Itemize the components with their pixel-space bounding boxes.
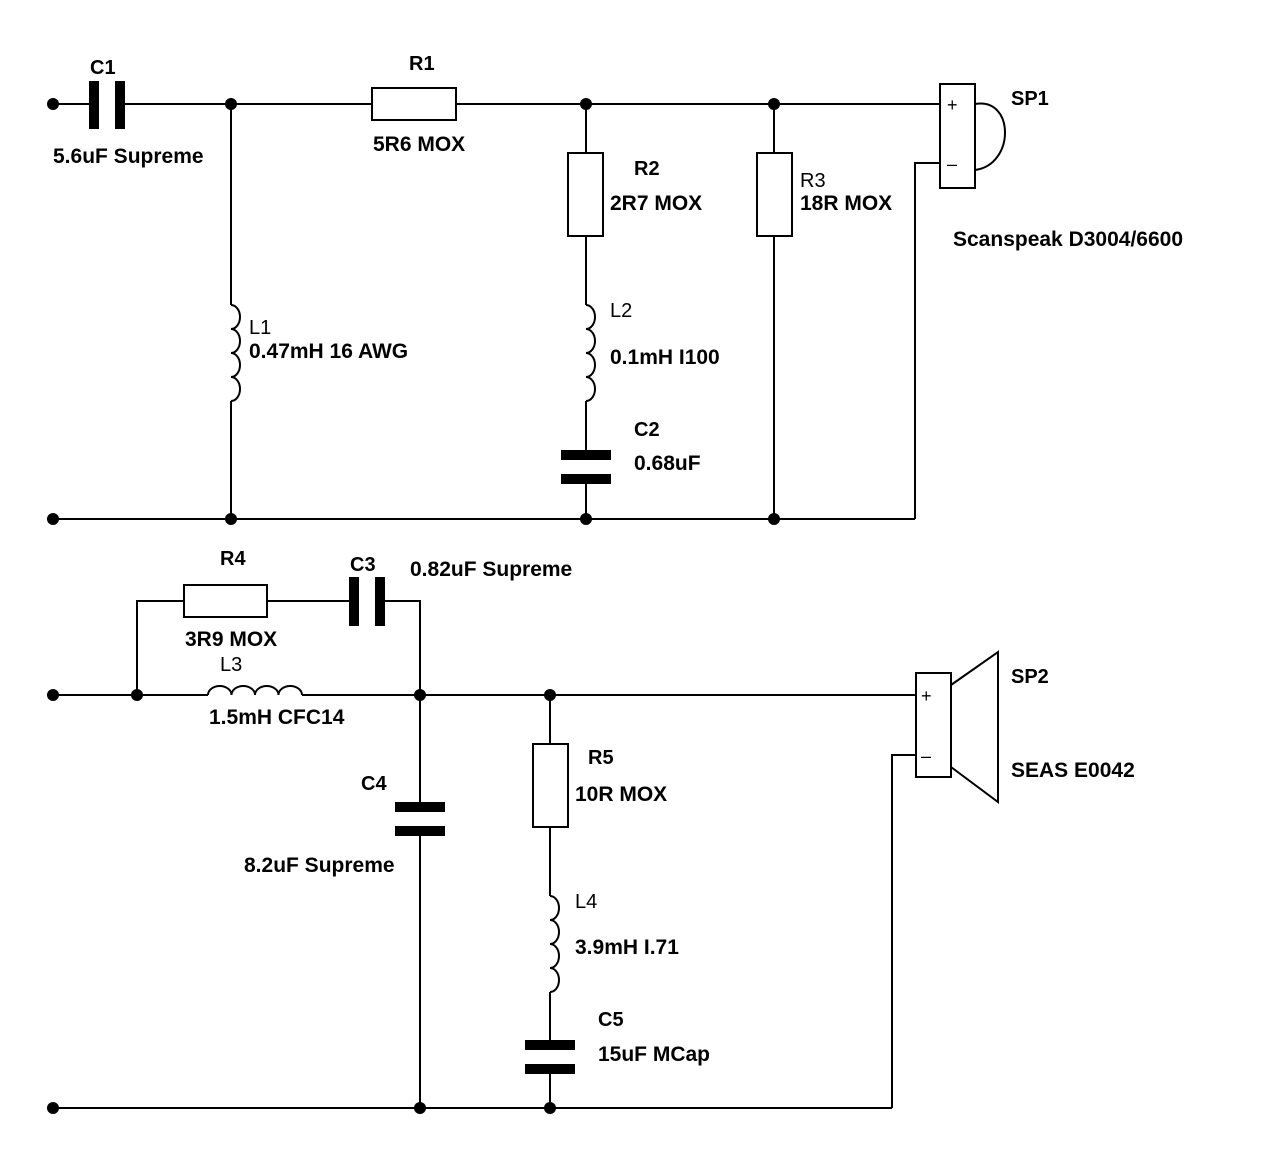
resistor-r2: R2 2R7 MOX	[567, 152, 702, 237]
c2-ref: C2	[634, 419, 660, 441]
tweeter-junction-dots	[47, 98, 780, 525]
r3-value: 18R MOX	[800, 192, 892, 215]
capacitor-c4: C4 8.2uF Supreme	[244, 695, 445, 1108]
c1-ref: C1	[90, 57, 116, 79]
inductor-l3: L3 1.5mH CFC14	[207, 654, 345, 729]
l1-ref: L1	[249, 317, 271, 339]
c4-ref: C4	[361, 773, 387, 795]
woofer-ground-wire	[53, 754, 916, 1109]
tweeter-sp1: + – SP1 Scanspeak D3004/6600	[939, 83, 1183, 251]
woofer-section: R4 3R9 MOX C3 0.82uF Supreme L3 1.5mH CF…	[47, 548, 1135, 1114]
tweeter-section: C1 5.6uF Supreme R1 5R6 MOX L1 0.47mH 16…	[47, 53, 1183, 525]
c5-value: 15uF MCap	[598, 1043, 710, 1066]
resistor-r4: R4 3R9 MOX	[183, 548, 277, 651]
capacitor-c2: C2 0.68uF	[561, 419, 701, 484]
l1-value: 0.47mH 16 AWG	[249, 340, 408, 363]
r4-value: 3R9 MOX	[185, 628, 277, 651]
capacitor-c1: C1 5.6uF Supreme	[53, 57, 204, 168]
c3-ref: C3	[350, 554, 376, 576]
capacitor-c3: C3 0.82uF Supreme	[349, 554, 572, 626]
r5-value: 10R MOX	[575, 783, 667, 806]
sp1-plus-label: +	[947, 95, 958, 115]
inductor-l2: L2 0.1mH I100	[585, 300, 720, 402]
resistor-r1: R1 5R6 MOX	[371, 53, 465, 156]
sp1-minus-label: –	[947, 154, 957, 174]
sp2-minus-label: –	[921, 746, 931, 766]
l3-value: 1.5mH CFC14	[209, 706, 345, 729]
woofer-junction-dots	[47, 689, 556, 1114]
r2-ref: R2	[634, 158, 660, 180]
inductor-l4: L4 3.9mH I.71	[549, 891, 679, 993]
r1-value: 5R6 MOX	[373, 133, 465, 156]
c5-ref: C5	[598, 1009, 624, 1031]
woofer-sp2: + – SP2 SEAS E0042	[915, 650, 1135, 804]
woofer-bypass-wire	[136, 600, 421, 695]
capacitor-c5: C5 15uF MCap	[525, 1009, 710, 1074]
inductor-l1: L1 0.47mH 16 AWG	[230, 104, 408, 519]
sp1-model: Scanspeak D3004/6600	[953, 228, 1183, 251]
notch-branch-r2-l2-c2: R2 2R7 MOX L2 0.1mH I100 C2 0.68uF	[561, 104, 720, 519]
l2-value: 0.1mH I100	[610, 346, 720, 369]
zobel-branch-r5-l4-c5: R5 10R MOX L4 3.9mH I.71 C5 15uF MCap	[525, 695, 710, 1108]
c4-value: 8.2uF Supreme	[244, 854, 395, 877]
sp2-ref: SP2	[1011, 666, 1049, 688]
sp2-model: SEAS E0042	[1011, 759, 1135, 782]
resistor-r5: R5 10R MOX	[532, 743, 667, 828]
r5-ref: R5	[588, 747, 614, 769]
resistor-r3: R3 18R MOX	[756, 104, 892, 519]
c1-value: 5.6uF Supreme	[53, 145, 204, 168]
l4-ref: L4	[575, 891, 597, 913]
r4-ref: R4	[220, 548, 246, 570]
sp2-plus-label: +	[921, 686, 932, 706]
l2-ref: L2	[610, 300, 632, 322]
r1-ref: R1	[409, 53, 435, 75]
l4-value: 3.9mH I.71	[575, 936, 679, 959]
l3-ref: L3	[220, 654, 242, 676]
sp1-ref: SP1	[1011, 88, 1049, 110]
c3-value: 0.82uF Supreme	[410, 558, 572, 581]
c2-value: 0.68uF	[634, 452, 701, 475]
tweeter-ground-wire	[53, 162, 940, 520]
r2-value: 2R7 MOX	[610, 192, 702, 215]
r3-ref: R3	[800, 170, 826, 192]
